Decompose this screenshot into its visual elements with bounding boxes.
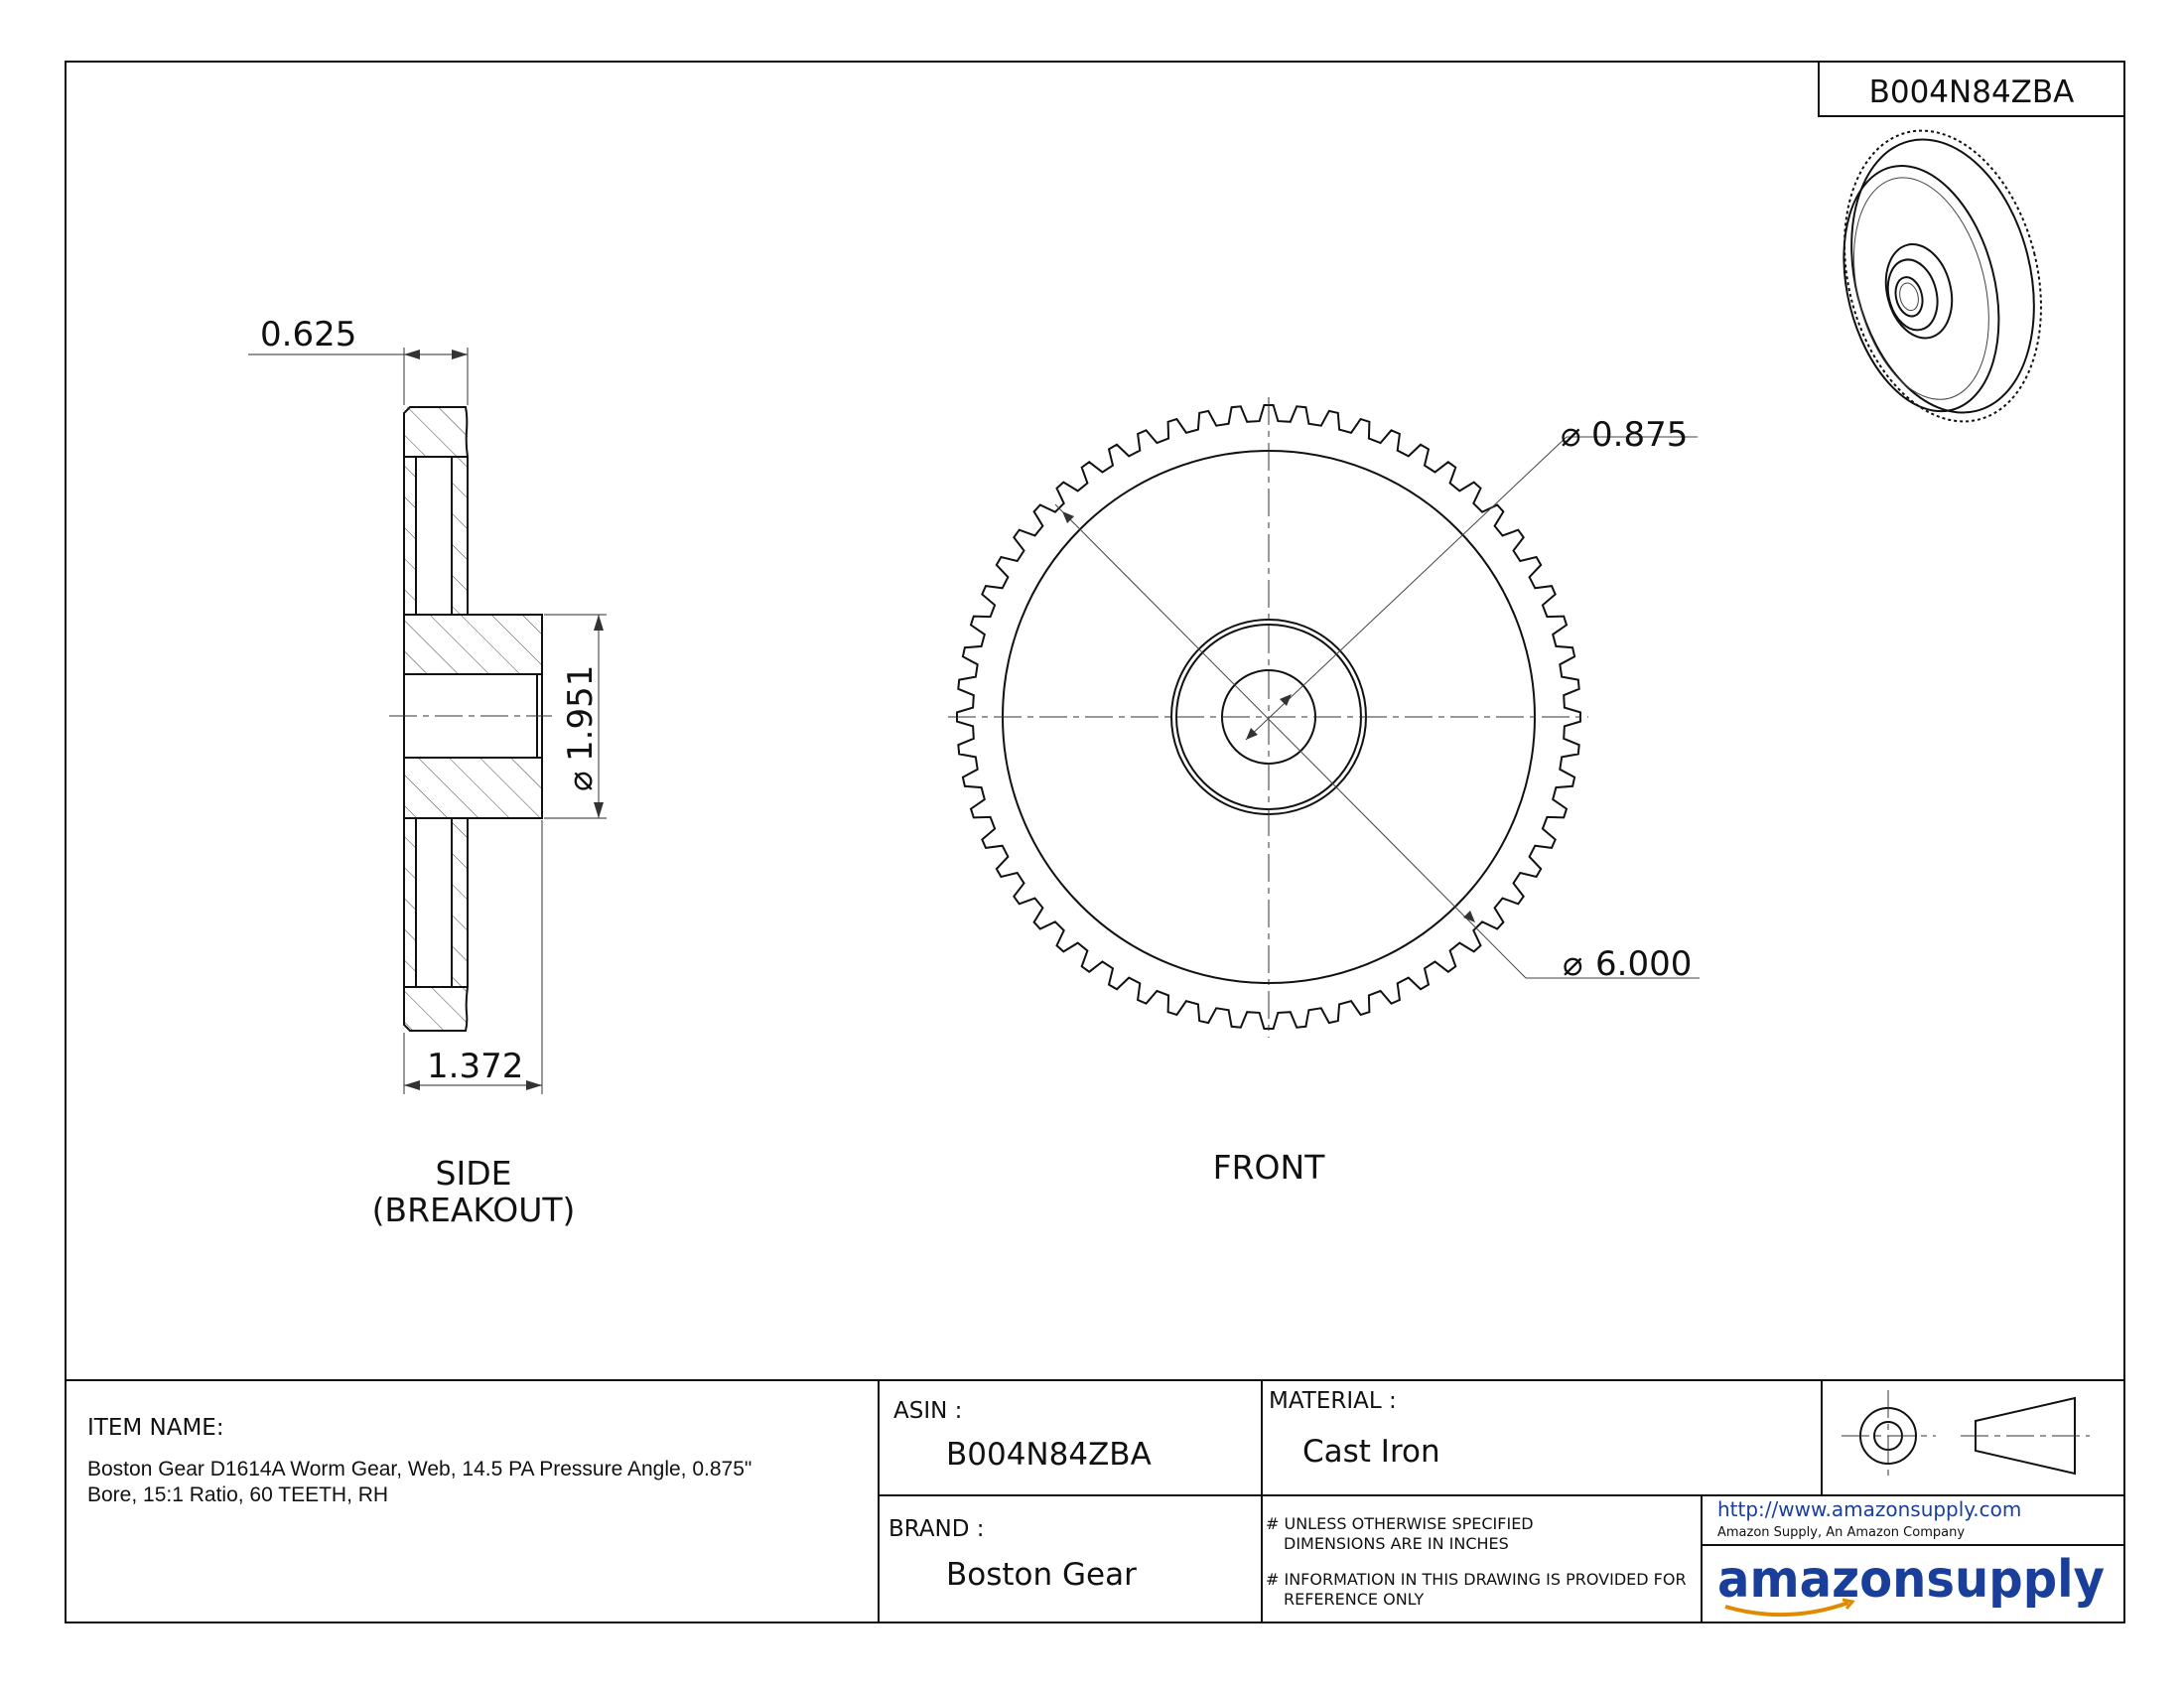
item-name-line2: Bore, 15:1 Ratio, 60 TEETH, RH (87, 1483, 388, 1506)
part-number-box: B004N84ZBA (1818, 61, 2125, 117)
dim-overall-width-value: 1.372 (427, 1047, 523, 1086)
dim-hub-length-value: 0.625 (260, 315, 356, 354)
side-view-subtitle: (BREAKOUT) (372, 1191, 576, 1229)
gear-teeth-outline (956, 404, 1581, 1030)
logo-text: amazonsupply (1717, 1550, 2105, 1610)
note-reference-line1: # INFORMATION IN THIS DRAWING IS PROVIDE… (1266, 1570, 1687, 1589)
dim-hub-length: 0.625 (248, 315, 469, 405)
note-reference-line2: REFERENCE ONLY (1284, 1590, 1424, 1609)
dim-bore-diameter: ⌀ 0.875 (1245, 415, 1698, 741)
dim-outer-diameter-symbol: ⌀ (1563, 944, 1582, 984)
dim-outer-diameter-value: 6.000 (1595, 944, 1692, 984)
dim-hub-diameter: ⌀ 1.951 (544, 614, 607, 819)
projection-symbol (1842, 1390, 2090, 1481)
asin-label: ASIN : (893, 1398, 962, 1424)
asin-value: B004N84ZBA (946, 1437, 1152, 1473)
side-section-hatch (404, 407, 542, 1031)
item-name-line1: Boston Gear D1614A Worm Gear, Web, 14.5 … (87, 1458, 751, 1480)
material-label: MATERIAL : (1269, 1388, 1397, 1414)
note-units-line2: DIMENSIONS ARE IN INCHES (1284, 1534, 1509, 1553)
material-value: Cast Iron (1302, 1434, 1440, 1470)
company-tagline: Amazon Supply, An Amazon Company (1717, 1525, 1965, 1540)
front-view-title: FRONT (1213, 1148, 1326, 1187)
front-view: ⌀ 0.875 ⌀ 6.000 FRONT (948, 397, 1700, 1187)
dim-bore-diameter-value: 0.875 (1591, 415, 1688, 455)
part-number: B004N84ZBA (1869, 74, 2075, 110)
dim-bore-diameter-symbol: ⌀ (1561, 415, 1580, 455)
dim-outer-diameter: ⌀ 6.000 (1054, 503, 1700, 984)
item-name-label: ITEM NAME: (87, 1415, 224, 1441)
sheet-border (65, 61, 2125, 1623)
side-view-title: SIDE (436, 1154, 512, 1193)
dim-overall-width: 1.372 (403, 820, 543, 1094)
amazonsupply-logo: amazonsupply (1717, 1550, 2105, 1618)
side-view: 0.625 ⌀ 1.951 1.372 SIDE (BREAKOUT) (248, 315, 607, 1229)
title-block: ITEM NAME: Boston Gear D1614A Worm Gear,… (66, 1379, 2124, 1622)
isometric-view (1843, 129, 2042, 423)
note-units-line1: # UNLESS OTHERWISE SPECIFIED (1266, 1514, 1534, 1533)
dim-hub-diameter-value: 1.951 (561, 665, 601, 762)
dim-hub-diameter-symbol: ⌀ (561, 772, 601, 791)
brand-value: Boston Gear (946, 1557, 1137, 1593)
brand-label: BRAND : (888, 1516, 985, 1542)
company-url[interactable]: http://www.amazonsupply.com (1717, 1497, 2021, 1521)
